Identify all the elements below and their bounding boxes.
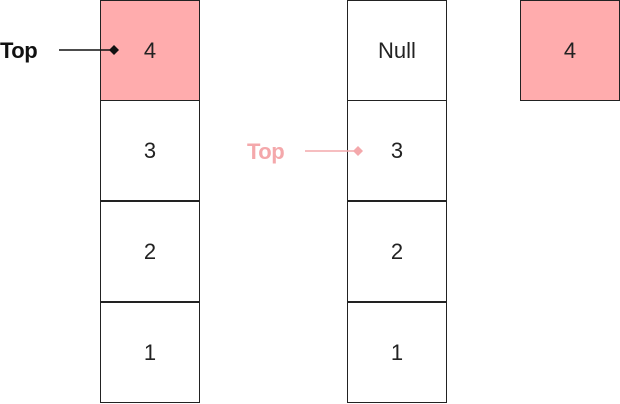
stack-after-cell-0: Null [347,0,447,101]
stack-before-cell-3: 1 [100,302,200,403]
top-pointer-label-before: Top [0,38,38,63]
stack-after-cell-3: 1 [347,302,447,403]
stack-before-cell-0: 4 [100,0,200,101]
stack-before-cell-1: 3 [100,100,200,201]
top-pointer-label-after: Top [247,139,285,164]
stack-after-cell-2: 2 [347,201,447,302]
popped-item: 4 [520,0,620,101]
stack-after-cell-1: 3 [347,100,447,201]
stack-before-cell-2: 2 [100,201,200,302]
